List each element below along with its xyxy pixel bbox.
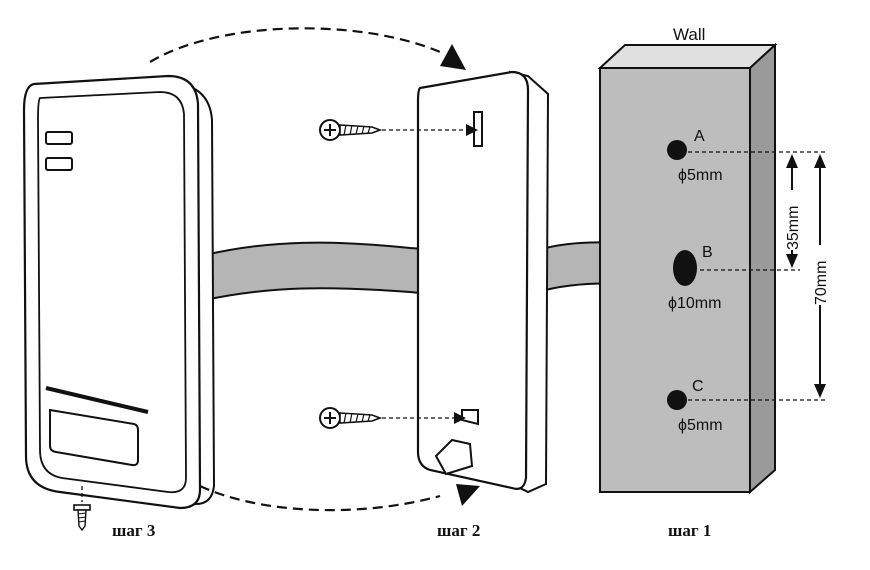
wall-side-face (749, 42, 776, 495)
wall-top-face (597, 44, 778, 69)
screw-upper (319, 119, 478, 141)
back-plate (416, 70, 550, 494)
bottom-tab (434, 438, 474, 476)
hole-b-label: B (702, 244, 713, 261)
arrow-head-top (440, 44, 466, 70)
motion-arrows (149, 27, 480, 512)
hole-c-label: C (692, 378, 704, 395)
bottom-screw-icon (73, 486, 91, 532)
hole-b (673, 250, 697, 286)
hole-a-label: A (694, 128, 705, 145)
hole-c-diameter: ϕ5mm (678, 417, 723, 434)
hole-c (667, 390, 687, 410)
dimension-lines: 35mm 70mm (688, 151, 832, 401)
hole-a (667, 140, 687, 160)
back-plate-front (416, 70, 530, 490)
indicator-led-1 (45, 131, 73, 145)
arrow-head-bottom (456, 484, 480, 506)
step-2-label: шаг 2 (437, 521, 480, 540)
screw-lower (319, 407, 466, 429)
wall-label: Wall (673, 25, 705, 44)
dimension-70mm: 70mm (813, 261, 830, 305)
step-3-label: шаг 3 (112, 521, 155, 540)
dimension-35mm: 35mm (785, 206, 802, 250)
device-bottom-window (49, 408, 139, 467)
indicator-led-2 (45, 157, 73, 171)
hole-a-diameter: ϕ5mm (678, 167, 723, 184)
wall-front-face (599, 67, 751, 493)
step-1-label: шаг 1 (668, 521, 711, 540)
reader-device (22, 74, 216, 532)
hole-b-diameter: ϕ10mm (668, 295, 721, 312)
device-front-panel (37, 91, 187, 494)
device-stripe (45, 386, 149, 414)
wall: Wall A ϕ5mm B ϕ10mm C ϕ5mm (597, 25, 778, 495)
upper-keyhole-slot (473, 111, 483, 147)
